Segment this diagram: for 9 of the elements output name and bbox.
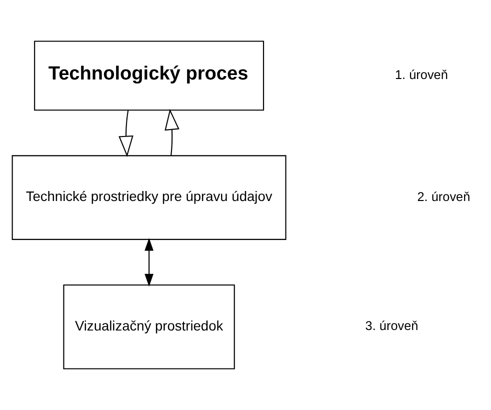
node-box: Vizualizačný prostriedok [63,284,235,370]
label: 3. úroveň [365,318,418,334]
label: 2. úroveň [417,188,470,204]
arrow [164,108,180,156]
label: 1. úroveň [394,66,448,82]
arrow [144,238,154,287]
node-box: Technické prostriedky pre úpravu údajov [12,155,286,240]
arrow [118,110,134,158]
node-box: Technologický proces [34,40,264,111]
